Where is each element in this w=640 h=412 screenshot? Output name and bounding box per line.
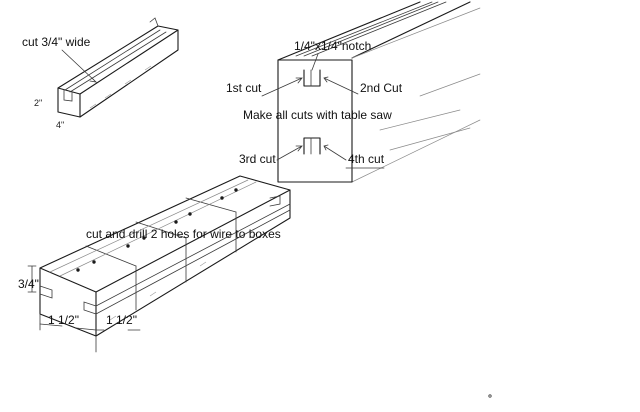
notch-section-drawing xyxy=(277,1,481,183)
dimension-three-quarter xyxy=(27,265,37,293)
first-cut-label: 1st cut xyxy=(226,81,262,95)
drill-hole xyxy=(142,236,146,240)
cut-width-label: cut 3/4" wide xyxy=(22,35,91,49)
grooved-board-drawing xyxy=(57,17,179,118)
drill-holes xyxy=(76,188,238,272)
dim-one-half-right-label: 1 1/2" xyxy=(106,313,137,327)
drill-hole xyxy=(220,196,224,200)
drill-hole xyxy=(126,244,130,248)
assembled-boards-drawing xyxy=(39,175,291,337)
notch-leader xyxy=(311,53,319,71)
drill-hole xyxy=(76,268,80,272)
drill-hole xyxy=(188,212,192,216)
first-cut-arrow xyxy=(261,77,303,97)
corner-mark xyxy=(488,394,492,398)
third-cut-arrow xyxy=(276,145,303,161)
dim-three-quarter-label: 3/4" xyxy=(18,277,39,291)
drill-note-label: cut and drill 2 holes for wire to boxes xyxy=(86,227,281,241)
dim-one-half-left-label: 1 1/2" xyxy=(48,313,79,327)
fourth-cut-arrow xyxy=(323,144,385,169)
dim-4-label: 4" xyxy=(56,120,64,130)
second-cut-arrow xyxy=(323,76,359,95)
drill-hole xyxy=(92,260,96,264)
third-cut-label: 3rd cut xyxy=(239,152,276,166)
instruction-label: Make all cuts with table saw xyxy=(243,108,392,122)
dimension-one-half-pair xyxy=(39,313,141,353)
cut-width-leader-arrow xyxy=(61,49,98,83)
drill-hole xyxy=(174,220,178,224)
notch-label: 1/4"x1/4"notch xyxy=(294,39,371,53)
second-cut-label: 2nd Cut xyxy=(360,81,403,95)
fourth-cut-label: 4th cut xyxy=(348,152,385,166)
dim-2-label: 2" xyxy=(34,98,42,108)
drill-hole xyxy=(234,188,238,192)
